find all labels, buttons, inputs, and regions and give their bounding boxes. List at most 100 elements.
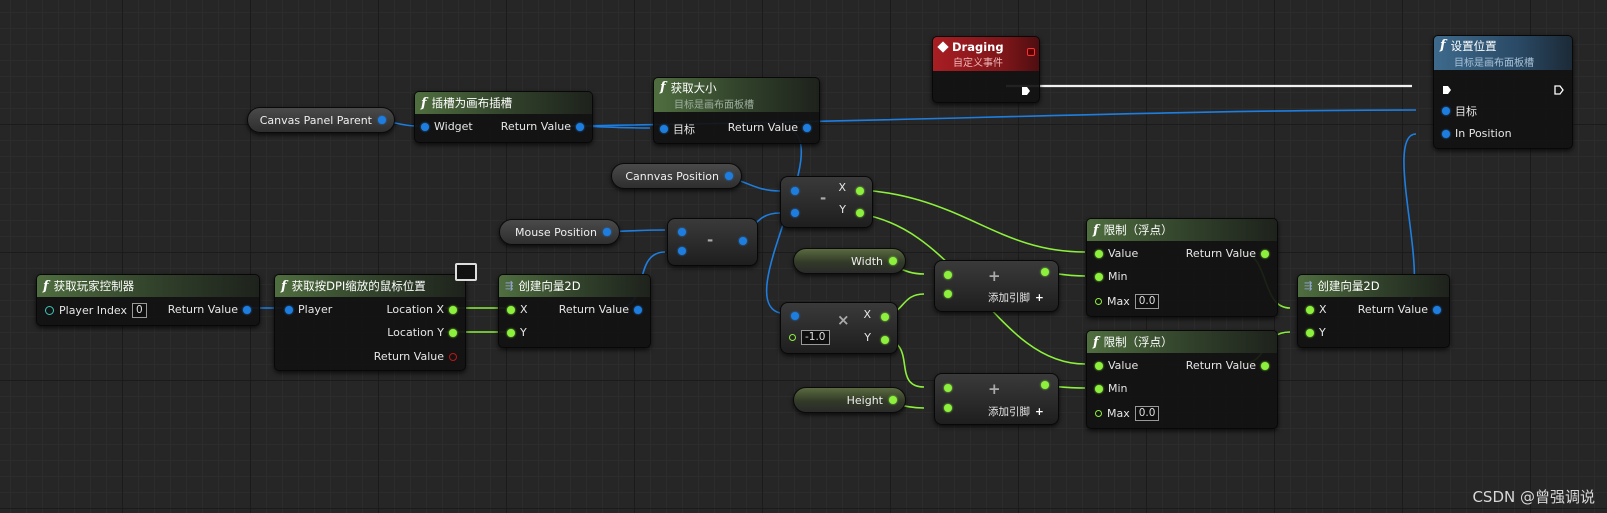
multiply-value-input[interactable]: -1.0 bbox=[801, 330, 830, 345]
float-pin-icon[interactable] bbox=[1261, 249, 1269, 258]
return-pin-row[interactable]: Return Value bbox=[501, 120, 584, 133]
operator-node-subtract[interactable]: - bbox=[667, 218, 758, 266]
delegate-pin-icon[interactable] bbox=[1027, 48, 1035, 56]
float-pin-icon[interactable] bbox=[1095, 361, 1103, 370]
y-pin-row[interactable]: Y bbox=[507, 326, 527, 339]
struct-pin-icon[interactable] bbox=[678, 247, 686, 255]
return-pin-row[interactable]: Return Value bbox=[1358, 303, 1441, 316]
y-pin-row[interactable]: Y bbox=[1306, 326, 1326, 339]
variable-mouse-position[interactable]: Mouse Position bbox=[499, 219, 620, 245]
struct-pin-icon[interactable] bbox=[803, 123, 811, 132]
return-pin-row[interactable]: Return Value bbox=[728, 121, 811, 134]
object-pin-icon[interactable] bbox=[660, 125, 668, 133]
variable-height[interactable]: Height bbox=[793, 387, 906, 413]
float-pin-icon[interactable] bbox=[881, 336, 889, 344]
object-pin-icon[interactable] bbox=[378, 116, 386, 124]
struct-pin-icon[interactable] bbox=[791, 187, 799, 195]
struct-pin-icon[interactable] bbox=[1442, 129, 1450, 138]
location-y-pin-row[interactable]: Location Y bbox=[387, 326, 457, 339]
float-pin-icon[interactable] bbox=[944, 384, 952, 392]
player-index-input[interactable]: 0 bbox=[132, 303, 147, 318]
float-pin-icon[interactable] bbox=[1095, 249, 1103, 258]
float-pin-icon[interactable] bbox=[1261, 361, 1269, 370]
float-pin-icon[interactable] bbox=[1306, 328, 1314, 337]
float-pin-icon[interactable] bbox=[881, 313, 889, 321]
object-pin-icon[interactable] bbox=[576, 122, 584, 131]
object-pin-icon[interactable] bbox=[1442, 107, 1450, 115]
return-pin-row[interactable]: Return Value bbox=[1186, 359, 1269, 372]
operator-node-multiply[interactable]: -1.0 × X Y bbox=[780, 302, 898, 354]
min-pin-row[interactable]: Min bbox=[1095, 382, 1128, 395]
function-node-make-vector2d-b[interactable]: ⇶创建向量2D X Y Return Value bbox=[1297, 274, 1450, 348]
variable-cannvas-position[interactable]: Cannvas Position bbox=[611, 163, 742, 189]
add-pin-button[interactable]: 添加引脚+ bbox=[988, 290, 1044, 305]
exec-out-pin-icon[interactable] bbox=[1554, 80, 1564, 99]
float-pin-icon[interactable] bbox=[789, 334, 796, 341]
target-pin-row[interactable]: 目标 bbox=[1442, 103, 1477, 119]
max-value-input[interactable]: 0.0 bbox=[1134, 406, 1160, 421]
operator-node-add-a[interactable]: + 添加引脚+ bbox=[934, 260, 1059, 312]
value-pin-row[interactable]: Value bbox=[1095, 359, 1138, 372]
float-pin-icon[interactable] bbox=[449, 305, 457, 314]
return-pin-row[interactable]: Return Value bbox=[1186, 247, 1269, 260]
variable-canvas-panel-parent[interactable]: Canvas Panel Parent bbox=[247, 107, 395, 133]
float-pin-icon[interactable] bbox=[944, 290, 952, 298]
multiply-value-row[interactable]: -1.0 bbox=[789, 330, 830, 345]
target-pin-row[interactable]: 目标 bbox=[660, 121, 695, 137]
struct-pin-icon[interactable] bbox=[739, 237, 747, 245]
x-pin-row[interactable]: X bbox=[1306, 303, 1327, 316]
return-pin-row[interactable]: Return Value bbox=[374, 350, 457, 363]
float-pin-icon[interactable] bbox=[856, 209, 864, 217]
object-pin-icon[interactable] bbox=[243, 305, 251, 314]
exec-out-pin-icon[interactable] bbox=[1021, 81, 1031, 100]
float-pin-icon[interactable] bbox=[1306, 305, 1314, 314]
bool-pin-icon[interactable] bbox=[449, 352, 457, 361]
float-pin-icon[interactable] bbox=[856, 187, 864, 195]
return-pin-row[interactable]: Return Value bbox=[168, 303, 251, 316]
struct-pin-icon[interactable] bbox=[1433, 305, 1441, 314]
return-pin-row[interactable]: Return Value bbox=[559, 303, 642, 316]
x-pin-row[interactable]: X bbox=[507, 303, 528, 316]
location-x-pin-row[interactable]: Location X bbox=[386, 303, 457, 316]
operator-node-add-b[interactable]: + 添加引脚+ bbox=[934, 373, 1059, 425]
struct-pin-icon[interactable] bbox=[791, 209, 799, 217]
float-pin-icon[interactable] bbox=[1095, 410, 1102, 417]
struct-pin-icon[interactable] bbox=[603, 228, 611, 236]
float-pin-icon[interactable] bbox=[889, 396, 897, 404]
float-pin-icon[interactable] bbox=[1041, 268, 1049, 276]
function-node-make-vector2d-a[interactable]: ⇶创建向量2D X Y Return Value bbox=[498, 274, 651, 348]
add-pin-button[interactable]: 添加引脚+ bbox=[988, 404, 1044, 419]
int-pin-icon[interactable] bbox=[45, 306, 54, 315]
in-position-pin-row[interactable]: In Position bbox=[1442, 127, 1512, 140]
object-pin-icon[interactable] bbox=[285, 305, 293, 314]
float-pin-icon[interactable] bbox=[507, 328, 515, 337]
value-pin-row[interactable]: Value bbox=[1095, 247, 1138, 260]
custom-event-node-draging[interactable]: Draging 自定义事件 bbox=[932, 36, 1040, 103]
struct-pin-icon[interactable] bbox=[678, 228, 686, 236]
exec-in-pin-icon[interactable] bbox=[1442, 80, 1452, 99]
float-pin-icon[interactable] bbox=[449, 328, 457, 337]
float-pin-icon[interactable] bbox=[944, 271, 952, 279]
struct-pin-icon[interactable] bbox=[634, 305, 642, 314]
max-value-input[interactable]: 0.0 bbox=[1134, 294, 1160, 309]
float-pin-icon[interactable] bbox=[1095, 384, 1103, 393]
variable-width[interactable]: Width bbox=[793, 248, 906, 274]
struct-pin-icon[interactable] bbox=[725, 172, 733, 180]
struct-pin-icon[interactable] bbox=[791, 312, 799, 320]
operator-node-subtract-vector[interactable]: - X Y bbox=[780, 176, 873, 228]
float-pin-icon[interactable] bbox=[1095, 272, 1103, 281]
widget-pin-row[interactable]: Widget bbox=[421, 120, 473, 133]
float-pin-icon[interactable] bbox=[1095, 298, 1102, 305]
float-pin-icon[interactable] bbox=[1041, 381, 1049, 389]
player-pin-row[interactable]: Player bbox=[285, 303, 332, 316]
